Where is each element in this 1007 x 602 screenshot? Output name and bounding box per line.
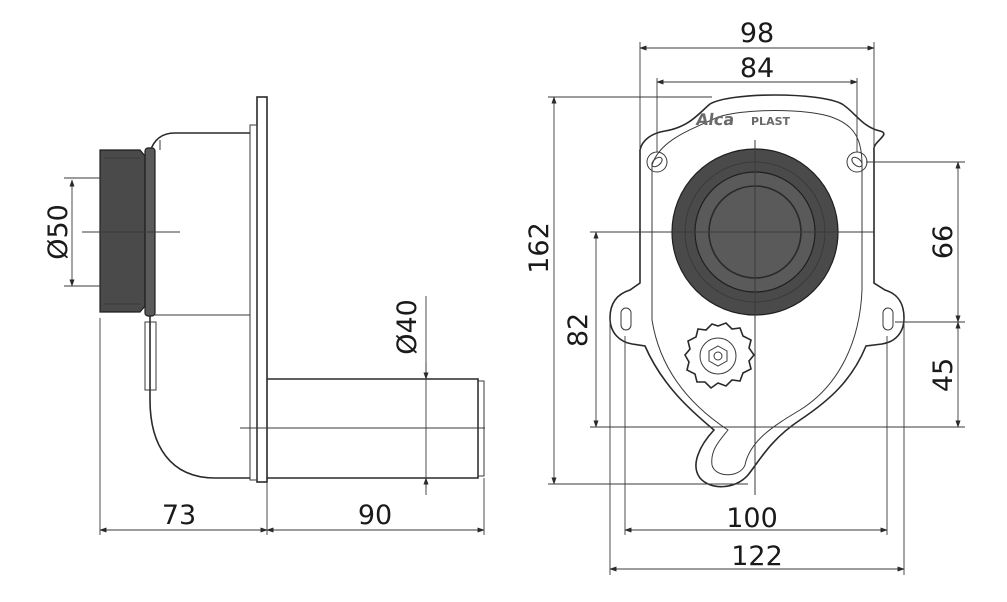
slot-right xyxy=(882,307,894,331)
cleanout-knob xyxy=(684,322,756,390)
side-view: Ø50 Ø40 73 90 xyxy=(43,96,485,535)
dim-base-width: 100 xyxy=(726,503,778,534)
slot-left xyxy=(620,307,632,331)
housing-outline xyxy=(609,94,905,488)
brand-name-main: Alca xyxy=(695,110,736,129)
dim-upper-offset: 66 xyxy=(928,225,959,259)
dim-hole-spacing: 84 xyxy=(740,53,774,84)
wall-plate xyxy=(256,96,268,483)
dim-depth: 73 xyxy=(162,500,196,531)
brand-name-sub: PLAST xyxy=(751,115,791,128)
dim-center-height: 82 xyxy=(563,313,594,347)
dim-lower-offset: 45 xyxy=(928,358,959,392)
inlet-clip xyxy=(144,321,157,391)
dim-flange-width: 122 xyxy=(731,541,783,572)
mount-hole-right xyxy=(846,151,868,173)
dim-inlet-diameter: Ø50 xyxy=(43,204,74,260)
siphon-body xyxy=(149,132,250,479)
dim-outlet-diameter: Ø40 xyxy=(392,299,423,355)
housing-inner xyxy=(651,110,863,476)
wall-flange xyxy=(249,124,258,481)
inlet-gasket xyxy=(99,149,146,313)
dim-overall-width: 98 xyxy=(740,18,774,49)
dim-height: 162 xyxy=(524,222,555,274)
dim-outlet-length: 90 xyxy=(358,500,392,531)
front-view: Alca PLAST 98 84 162 82 66 45 10 xyxy=(524,18,965,575)
